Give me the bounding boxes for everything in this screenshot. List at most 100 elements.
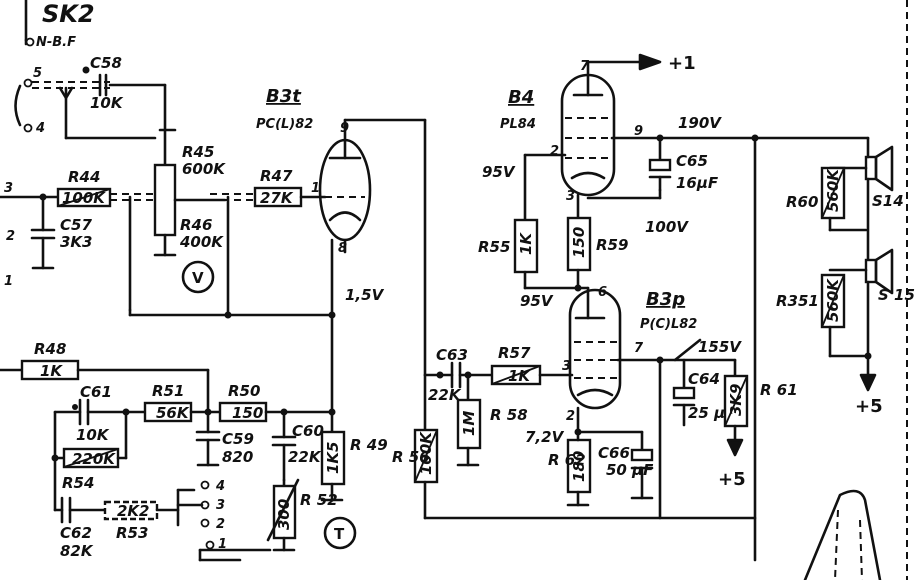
r49-label: R 49 xyxy=(350,436,388,454)
c61-value: 10K xyxy=(76,426,110,444)
c57-value: 3K3 xyxy=(60,233,93,251)
r49-value: 1K5 xyxy=(324,442,342,475)
c61-label: C61 xyxy=(80,383,112,401)
r54-label: R54 xyxy=(62,474,94,492)
c59-value: 820 xyxy=(222,448,253,466)
r60-label: R60 xyxy=(786,193,818,211)
r351-value: 560K xyxy=(824,278,842,322)
b3p-type: P(C)L82 xyxy=(640,317,697,332)
test-point-label: T xyxy=(334,525,345,543)
r53-value: 2K2 xyxy=(117,502,150,520)
c57-label: C57 xyxy=(60,216,92,234)
voltage-1-5v: 1,5V xyxy=(345,286,385,304)
r44-value: 100K xyxy=(62,189,106,207)
c64-label: C64 xyxy=(688,370,720,388)
switch-pos-4: 4 xyxy=(215,479,225,494)
r54-value: 220K xyxy=(72,450,116,468)
r55-label: R55 xyxy=(478,238,510,256)
r50-label: R50 xyxy=(228,382,260,400)
b3t-pin1: 1 xyxy=(311,181,320,196)
r52-value: 300 xyxy=(275,499,293,530)
r351-label: R351 xyxy=(776,292,819,310)
r53-body xyxy=(103,500,159,521)
r58-value: 1M xyxy=(460,411,478,436)
switch-pos-3: 3 xyxy=(216,498,225,513)
r48-value: 1K xyxy=(40,362,63,380)
b3t-type: PC(L)82 xyxy=(256,117,313,132)
r50-value: 150 xyxy=(232,404,263,422)
r61-label: R 61 xyxy=(760,381,798,399)
rail-plus1: +1 xyxy=(668,53,696,74)
c60-value: 22K xyxy=(288,448,322,466)
speaker-s150: S 150 xyxy=(864,248,915,304)
b3p-pin6: 6 xyxy=(598,285,607,300)
speaker-s14: S14 xyxy=(864,145,904,210)
r52-label: R 52 xyxy=(300,491,338,509)
c65-label: C65 xyxy=(676,152,708,170)
voltage-100v: 100V xyxy=(645,218,689,236)
r61-value: 3K9 xyxy=(727,384,745,417)
sk2-connector: SK2 N-B.F 5 4 3 2 1 xyxy=(4,0,95,289)
r45-r46-pot xyxy=(153,163,177,237)
b3t-pin8: 8 xyxy=(338,241,347,256)
rail-plus5-a: +5 xyxy=(718,469,746,490)
c66-label: C66 xyxy=(598,444,630,462)
voltmeter-label: V xyxy=(192,269,204,287)
c59-label: C59 xyxy=(222,430,254,448)
r47-value: 27K xyxy=(260,189,294,207)
b4-pin3: 3 xyxy=(566,189,575,204)
b3p-name: B3p xyxy=(646,289,685,310)
speaker-s150-label: S 150 xyxy=(878,286,915,304)
c65-value: 16µF xyxy=(676,174,719,192)
b4-name: B4 xyxy=(508,87,534,108)
r45-label: R45 xyxy=(182,143,214,161)
r53-label: R53 xyxy=(116,524,148,542)
r58-label: R 58 xyxy=(490,406,528,424)
r51-label: R51 xyxy=(152,382,184,400)
voltage-190v: 190V xyxy=(678,114,722,132)
voltmeter-symbol xyxy=(181,260,215,294)
c58-value: 10K xyxy=(90,94,124,112)
c62-value: 82K xyxy=(60,542,94,560)
voltage-155v: 155V xyxy=(698,338,742,356)
r46-label: R46 xyxy=(180,216,212,234)
speaker-s14-label: S14 xyxy=(872,192,904,210)
b3p-pin7: 7 xyxy=(634,341,644,356)
b3p-tube: B3p P(C)L82 6 3 7 2 xyxy=(562,285,697,424)
b4-type: PL84 xyxy=(500,117,536,132)
r45-value: 600K xyxy=(182,160,226,178)
b4-pin2: 2 xyxy=(550,144,559,159)
c63-value: 22K xyxy=(428,386,462,404)
r59-label: R59 xyxy=(596,236,628,254)
r62-label: R 62 xyxy=(548,451,586,469)
b4-pin7: 7 xyxy=(580,59,590,74)
r60-value: 560K xyxy=(824,168,842,212)
r48-label: R48 xyxy=(34,340,66,358)
r59-value: 150 xyxy=(570,227,588,258)
switch-pos-1: 1 xyxy=(218,537,227,552)
c58-label: C58 xyxy=(90,54,122,72)
r44-label: R44 xyxy=(68,168,100,186)
switch-pos-2: 2 xyxy=(216,517,225,532)
sk2-pin3: 3 xyxy=(4,181,13,196)
r46-value: 400K xyxy=(179,233,224,251)
voltage-7-2v: 7,2V xyxy=(525,428,565,446)
b4-tube: B4 PL84 7 2 9 3 xyxy=(500,59,643,204)
test-point-symbol xyxy=(323,516,357,550)
r57-label: R57 xyxy=(498,344,531,362)
voltage-95v-b: 95V xyxy=(520,292,554,310)
b3t-pin9: 9 xyxy=(340,121,349,136)
r55-value: 1K xyxy=(517,232,535,255)
sk2-pin2: 2 xyxy=(6,229,15,244)
c63-label: C63 xyxy=(436,346,468,364)
b3p-pin2: 2 xyxy=(566,409,575,424)
r57-value: 1K xyxy=(508,367,531,385)
r51-value: 56K xyxy=(156,404,190,422)
voltage-95v-a: 95V xyxy=(482,163,516,181)
b3t-tube: B3t PC(L)82 9 8 xyxy=(256,86,372,256)
b3t-name: B3t xyxy=(266,86,302,107)
selector-switch: 4 3 2 1 xyxy=(176,479,272,562)
b3p-pin3: 3 xyxy=(562,359,571,374)
r62-value: 180 xyxy=(570,451,588,482)
